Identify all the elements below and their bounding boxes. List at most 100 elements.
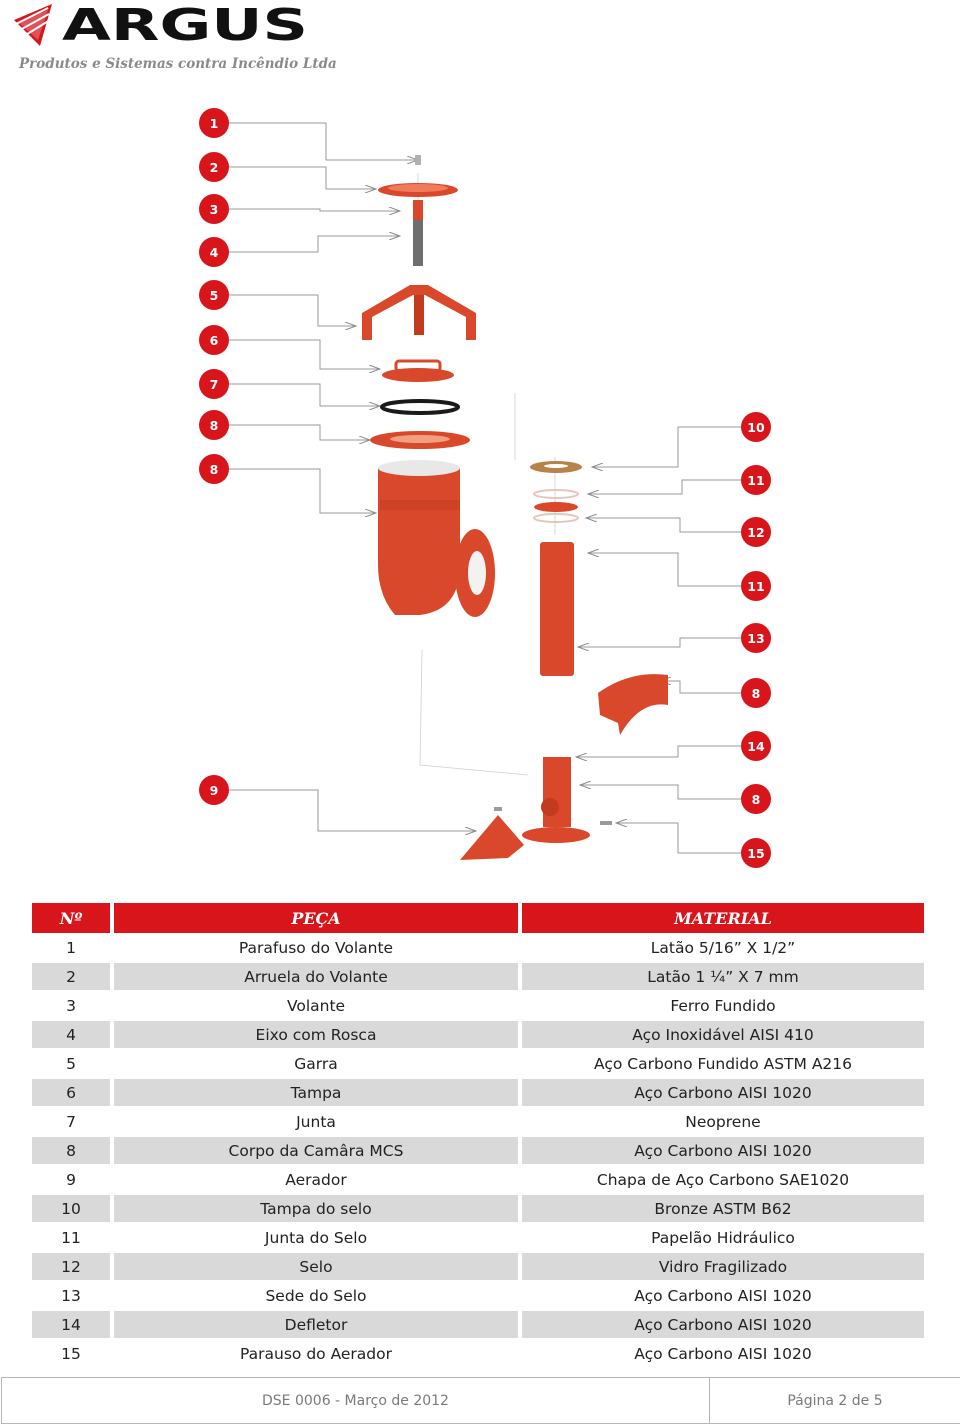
logo-flame-icon [14,4,52,46]
header-part: PEÇA [114,903,522,933]
svg-text:12: 12 [747,525,764,540]
part-5-yoke [362,285,476,340]
row-part: Sede do Selo [114,1281,522,1310]
svg-text:14: 14 [747,739,765,754]
svg-text:11: 11 [747,473,764,488]
part-11-seal-gasket [533,489,579,523]
callout-8b: 8 [199,454,229,484]
callout-12: 12 [741,517,771,547]
part-3-handwheel [378,183,458,197]
svg-text:3: 3 [210,202,219,217]
row-number: 13 [32,1281,114,1310]
row-part: Defletor [114,1310,522,1339]
row-part: Parafuso do Volante [114,933,522,962]
part-8-chamber-body [378,460,495,617]
callout-6: 6 [199,325,229,355]
row-number: 11 [32,1223,114,1252]
row-material: Latão 5/16” X 1/2” [522,933,924,962]
callout-11b: 11 [741,571,771,601]
svg-text:7: 7 [210,377,219,392]
callout-9: 9 [199,775,229,805]
part-4-threaded-shaft [413,200,423,266]
svg-text:10: 10 [747,420,765,435]
page-footer: DSE 0006 - Março de 2012 Página 2 de 5 [1,1377,960,1424]
footer-doc-ref: DSE 0006 - Março de 2012 [2,1378,710,1423]
row-part: Parauso do Aerador [114,1339,522,1368]
callout-1: 1 [199,108,229,138]
row-material: Aço Inoxidável AISI 410 [522,1020,924,1049]
part-1-handwheel-screw [415,155,421,165]
part-8-flange-top [370,431,470,449]
callout-11a: 11 [741,465,771,495]
callout-7: 7 [199,369,229,399]
part-10-seal-cover [530,461,582,473]
row-part: Tampa [114,1078,522,1107]
row-number: 5 [32,1049,114,1078]
exploded-parts-diagram: 1 2 3 4 5 6 7 8 8 9 10 11 12 11 13 8 14 … [199,108,771,868]
svg-text:8: 8 [752,792,761,807]
svg-text:2: 2 [210,160,219,175]
row-part: Corpo da Camâra MCS [114,1136,522,1165]
callout-2: 2 [199,152,229,182]
callout-14: 14 [741,731,771,761]
row-material: Ferro Fundido [522,991,924,1020]
row-material: Aço Carbono AISI 1020 [522,1136,924,1165]
part-12-seal [534,502,578,512]
callout-10: 10 [741,412,771,442]
callout-5: 5 [199,280,229,310]
callout-3: 3 [199,194,229,224]
row-part: Arruela do Volante [114,962,522,991]
row-material: Neoprene [522,1107,924,1136]
svg-text:9: 9 [210,783,219,798]
company-tagline: Produtos e Sistemas contra Incêndio Ltda [19,56,337,72]
part-9-aerator [460,807,524,860]
callout-4: 4 [199,237,229,267]
logo-wordmark: ARGUS [62,2,308,50]
svg-text:8: 8 [752,686,761,701]
svg-text:11: 11 [747,579,764,594]
row-part: Junta do Selo [114,1223,522,1252]
callout-8a: 8 [199,410,229,440]
row-material: Aço Carbono AISI 1020 [522,1281,924,1310]
row-number: 3 [32,991,114,1020]
callout-8c: 8 [741,678,771,708]
row-material: Chapa de Aço Carbono SAE1020 [522,1165,924,1194]
header-number: Nº [32,903,114,933]
row-material: Aço Carbono AISI 1020 [522,1310,924,1339]
row-number: 12 [32,1252,114,1281]
row-number: 10 [32,1194,114,1223]
row-material: Aço Carbono AISI 1020 [522,1078,924,1107]
part-13-seal-seat [540,542,574,676]
svg-text:8: 8 [210,462,219,477]
row-material: Bronze ASTM B62 [522,1194,924,1223]
svg-text:5: 5 [210,288,219,303]
row-part: Aerador [114,1165,522,1194]
footer-page-number: Página 2 de 5 [787,1392,883,1409]
svg-text:8: 8 [210,418,219,433]
header-material: MATERIAL [522,903,924,933]
row-material: Aço Carbono AISI 1020 [522,1339,924,1368]
svg-text:13: 13 [747,631,764,646]
svg-text:6: 6 [210,333,219,348]
row-material: Aço Carbono Fundido ASTM A216 [522,1049,924,1078]
row-number: 14 [32,1310,114,1339]
callout-8d: 8 [741,784,771,814]
part-14-deflector [598,674,668,735]
callout-13: 13 [741,623,771,653]
callout-15: 15 [741,838,771,868]
row-part: Selo [114,1252,522,1281]
row-part: Garra [114,1049,522,1078]
row-material: Latão 1 ¼” X 7 mm [522,962,924,991]
row-number: 8 [32,1136,114,1165]
row-number: 1 [32,933,114,962]
